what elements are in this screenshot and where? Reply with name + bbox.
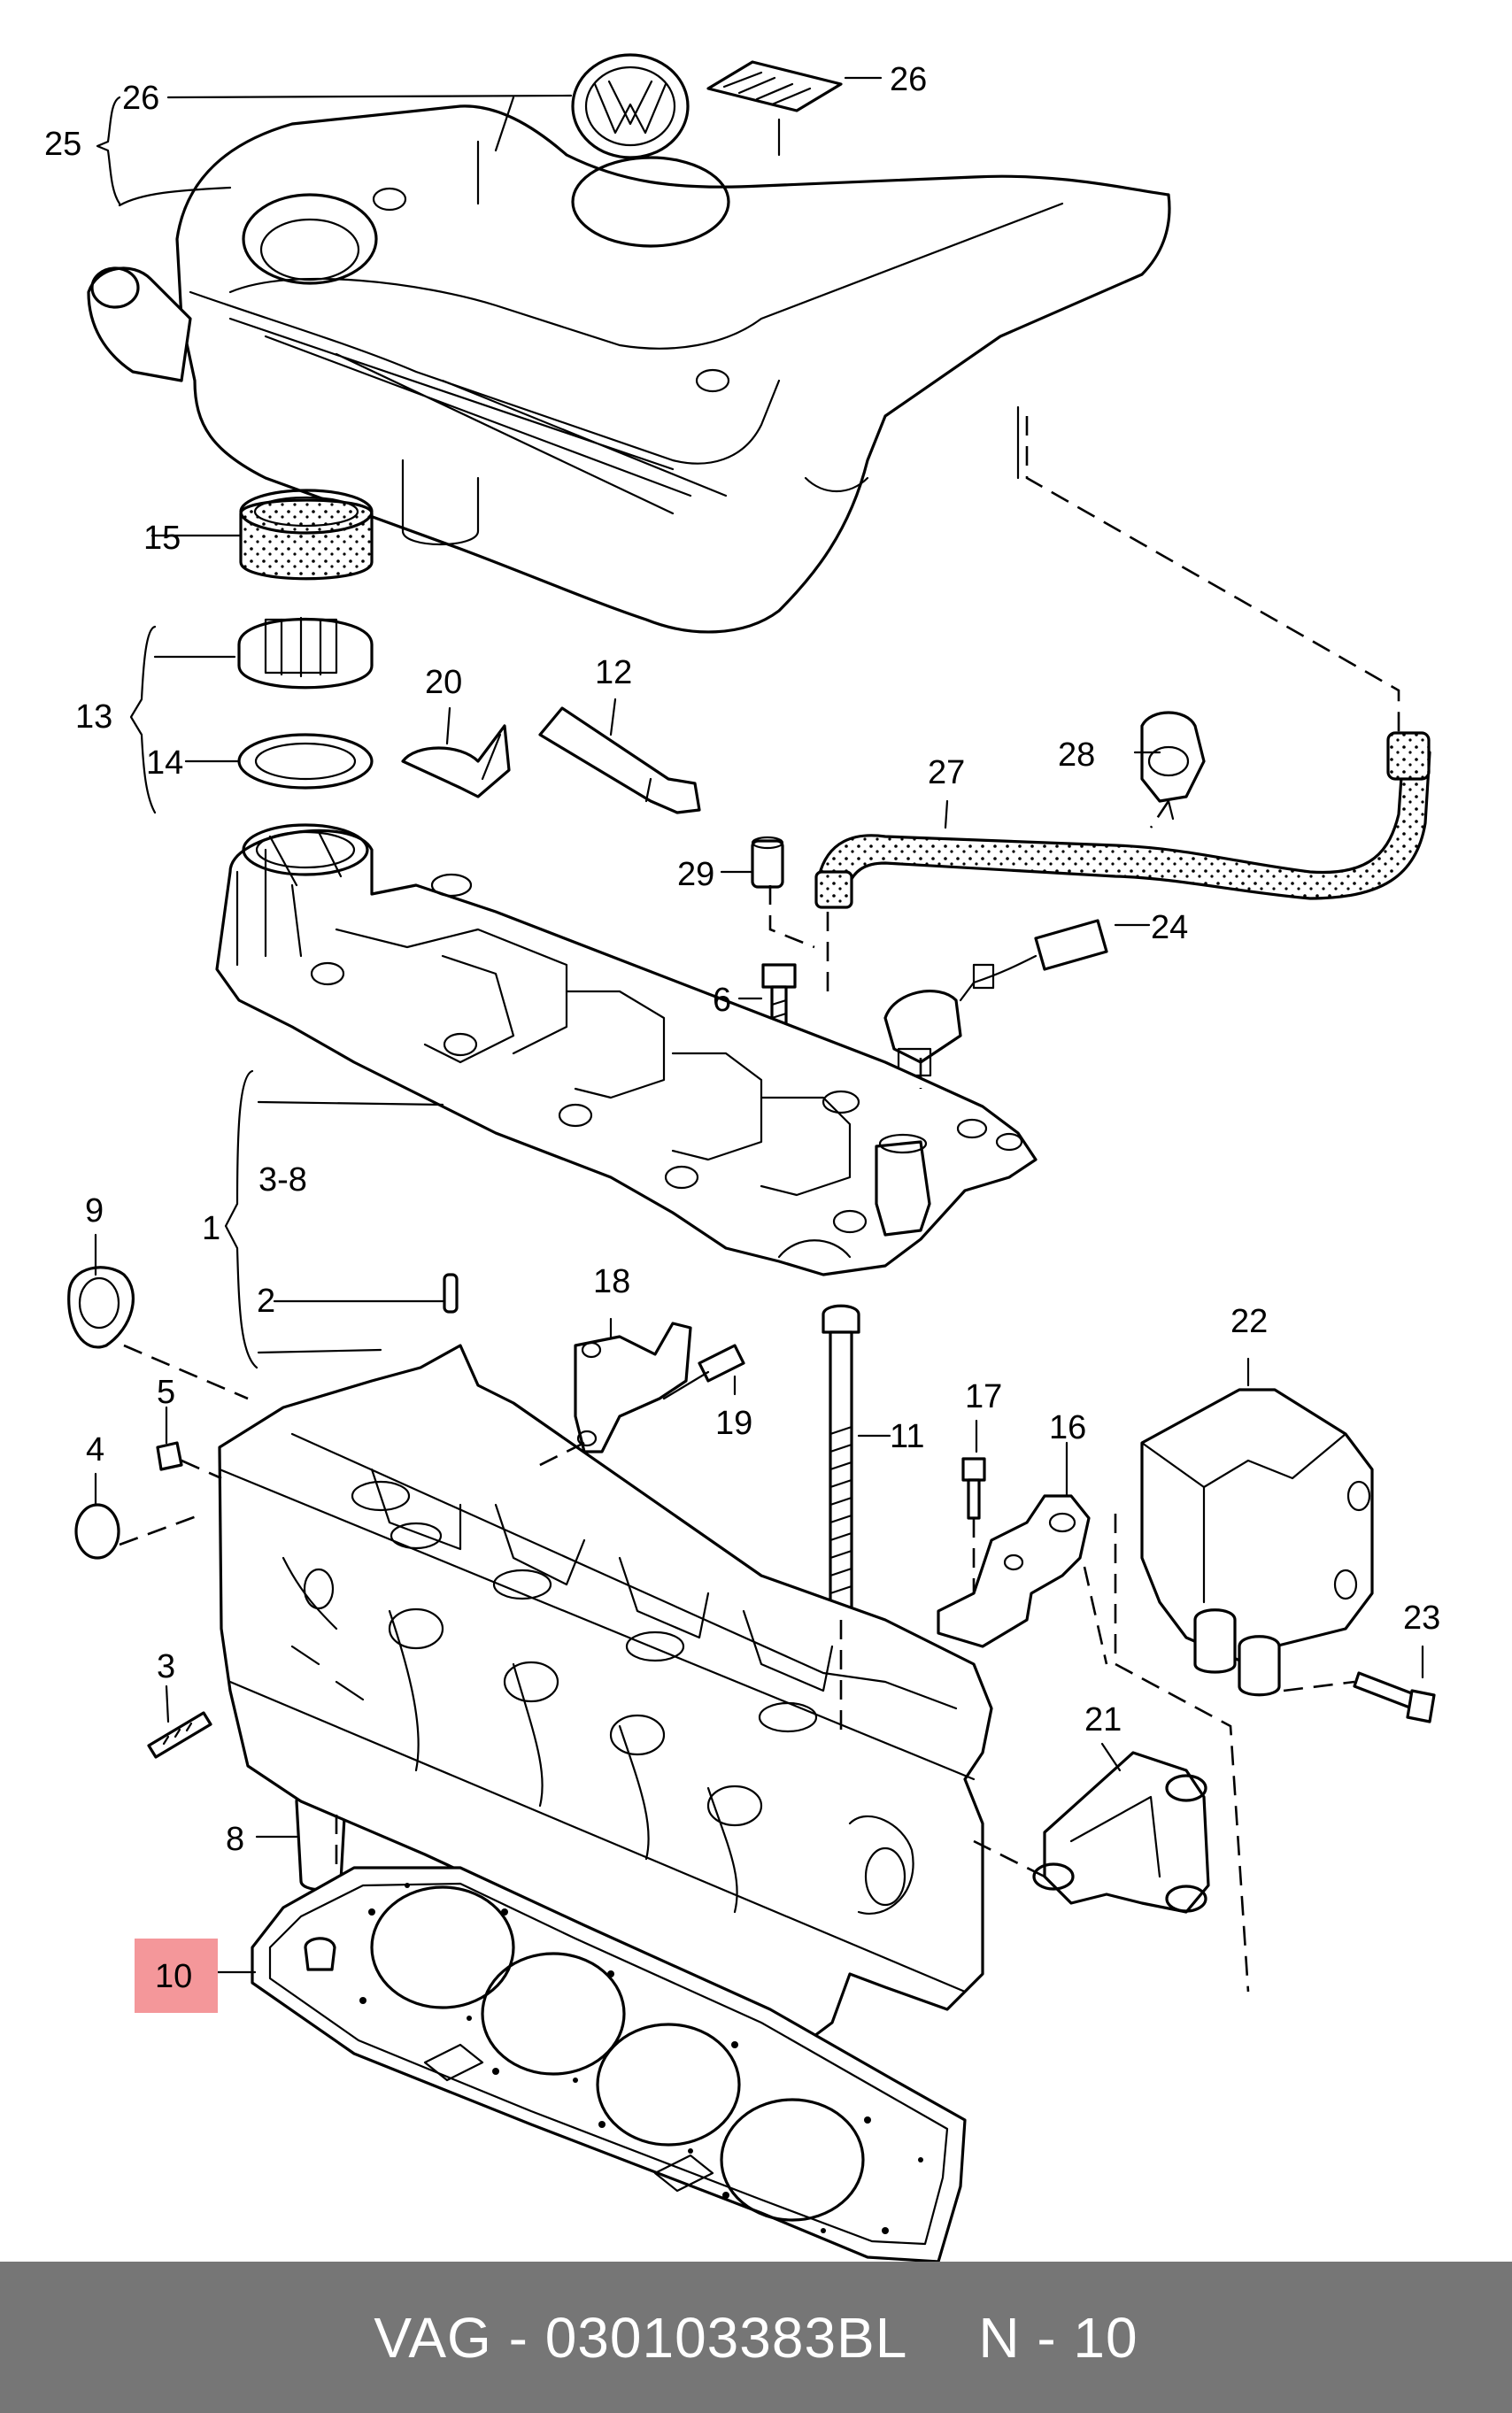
callout-23: 23 (1403, 1600, 1440, 1637)
callout-1: 1 (202, 1210, 220, 1247)
part-27-breather-hose (814, 731, 1431, 909)
part-21-bracket (1032, 1751, 1210, 1914)
part-3-stud (147, 1711, 212, 1759)
part-18-bracket (574, 1322, 692, 1453)
callout-14: 14 (146, 744, 183, 782)
callout-26-left: 26 (122, 80, 159, 117)
part-9-oil-seal (67, 1266, 135, 1349)
part-11-head-bolt (822, 1304, 860, 1617)
callout-19: 19 (715, 1405, 752, 1442)
part-5-plug (156, 1441, 183, 1471)
leader-lines (94, 76, 1424, 1974)
callout-4: 4 (86, 1431, 104, 1469)
cylinder-head-cover (215, 823, 1038, 1276)
callout-6: 6 (713, 982, 731, 1019)
part-19-bolt (662, 1344, 745, 1400)
callout-2: 2 (257, 1283, 275, 1320)
callout-12: 12 (595, 654, 632, 691)
part-4-cover (74, 1503, 120, 1560)
part-13-filler-cap (237, 616, 374, 690)
engine-cover (175, 96, 1171, 634)
callout-17: 17 (965, 1378, 1002, 1415)
highlight-box-part-10 (135, 1939, 218, 2013)
tdi-emblem (706, 60, 843, 157)
callout-21: 21 (1084, 1701, 1122, 1738)
callout-20: 20 (425, 664, 462, 701)
exploded-parts-diagram: 25 26 26 15 13 14 20 12 27 28 29 24 6 3-… (44, 53, 1440, 2262)
callout-15: 15 (143, 520, 181, 557)
callout-5: 5 (157, 1374, 175, 1411)
part-10-head-gasket (251, 1866, 967, 2262)
callout-18: 18 (593, 1263, 630, 1300)
callout-9: 9 (85, 1192, 104, 1230)
part-20-clip (401, 724, 511, 798)
breather-neck (87, 266, 192, 382)
part-24-sensor (883, 919, 1108, 1077)
part-15-sealing-ring (239, 489, 374, 581)
cylinder-head (218, 1344, 993, 2038)
part-29-cap (751, 836, 784, 889)
callout-3: 3 (157, 1648, 175, 1685)
callout-29: 29 (677, 856, 714, 893)
callout-24: 24 (1151, 909, 1188, 946)
callout-13: 13 (75, 698, 112, 736)
callout-10: 10 (155, 1958, 192, 1995)
callout-labels: 25 26 26 15 13 14 20 12 27 28 29 24 6 3-… (44, 61, 1440, 1995)
part-14-seal (237, 733, 374, 790)
part-12-sealant-tube (538, 706, 701, 814)
part-23-bolt (1353, 1671, 1436, 1723)
part-22-ignition-coil (1140, 1388, 1374, 1697)
assembly-dashed-lines (119, 416, 1400, 1993)
callout-16: 16 (1049, 1409, 1086, 1446)
callout-11: 11 (890, 1418, 924, 1455)
footer-bar: VAG - 030103383BL N - 10 (0, 2262, 1512, 2413)
part-number-label: VAG - 030103383BL (374, 2305, 908, 2370)
callout-26-right: 26 (890, 61, 927, 98)
callout-8: 8 (226, 1821, 244, 1858)
vw-badge (571, 53, 690, 159)
callout-3-8: 3-8 (258, 1161, 307, 1199)
page-label: N - 10 (978, 2305, 1138, 2370)
callout-28: 28 (1058, 736, 1095, 774)
callout-27: 27 (928, 754, 965, 791)
callout-25: 25 (44, 126, 81, 163)
part-17-bolt (961, 1457, 986, 1520)
part-28-valve (1140, 711, 1206, 821)
part-2-dowel-pin (443, 1273, 459, 1314)
callout-22: 22 (1230, 1303, 1268, 1340)
part-16-bracket (937, 1494, 1091, 1648)
